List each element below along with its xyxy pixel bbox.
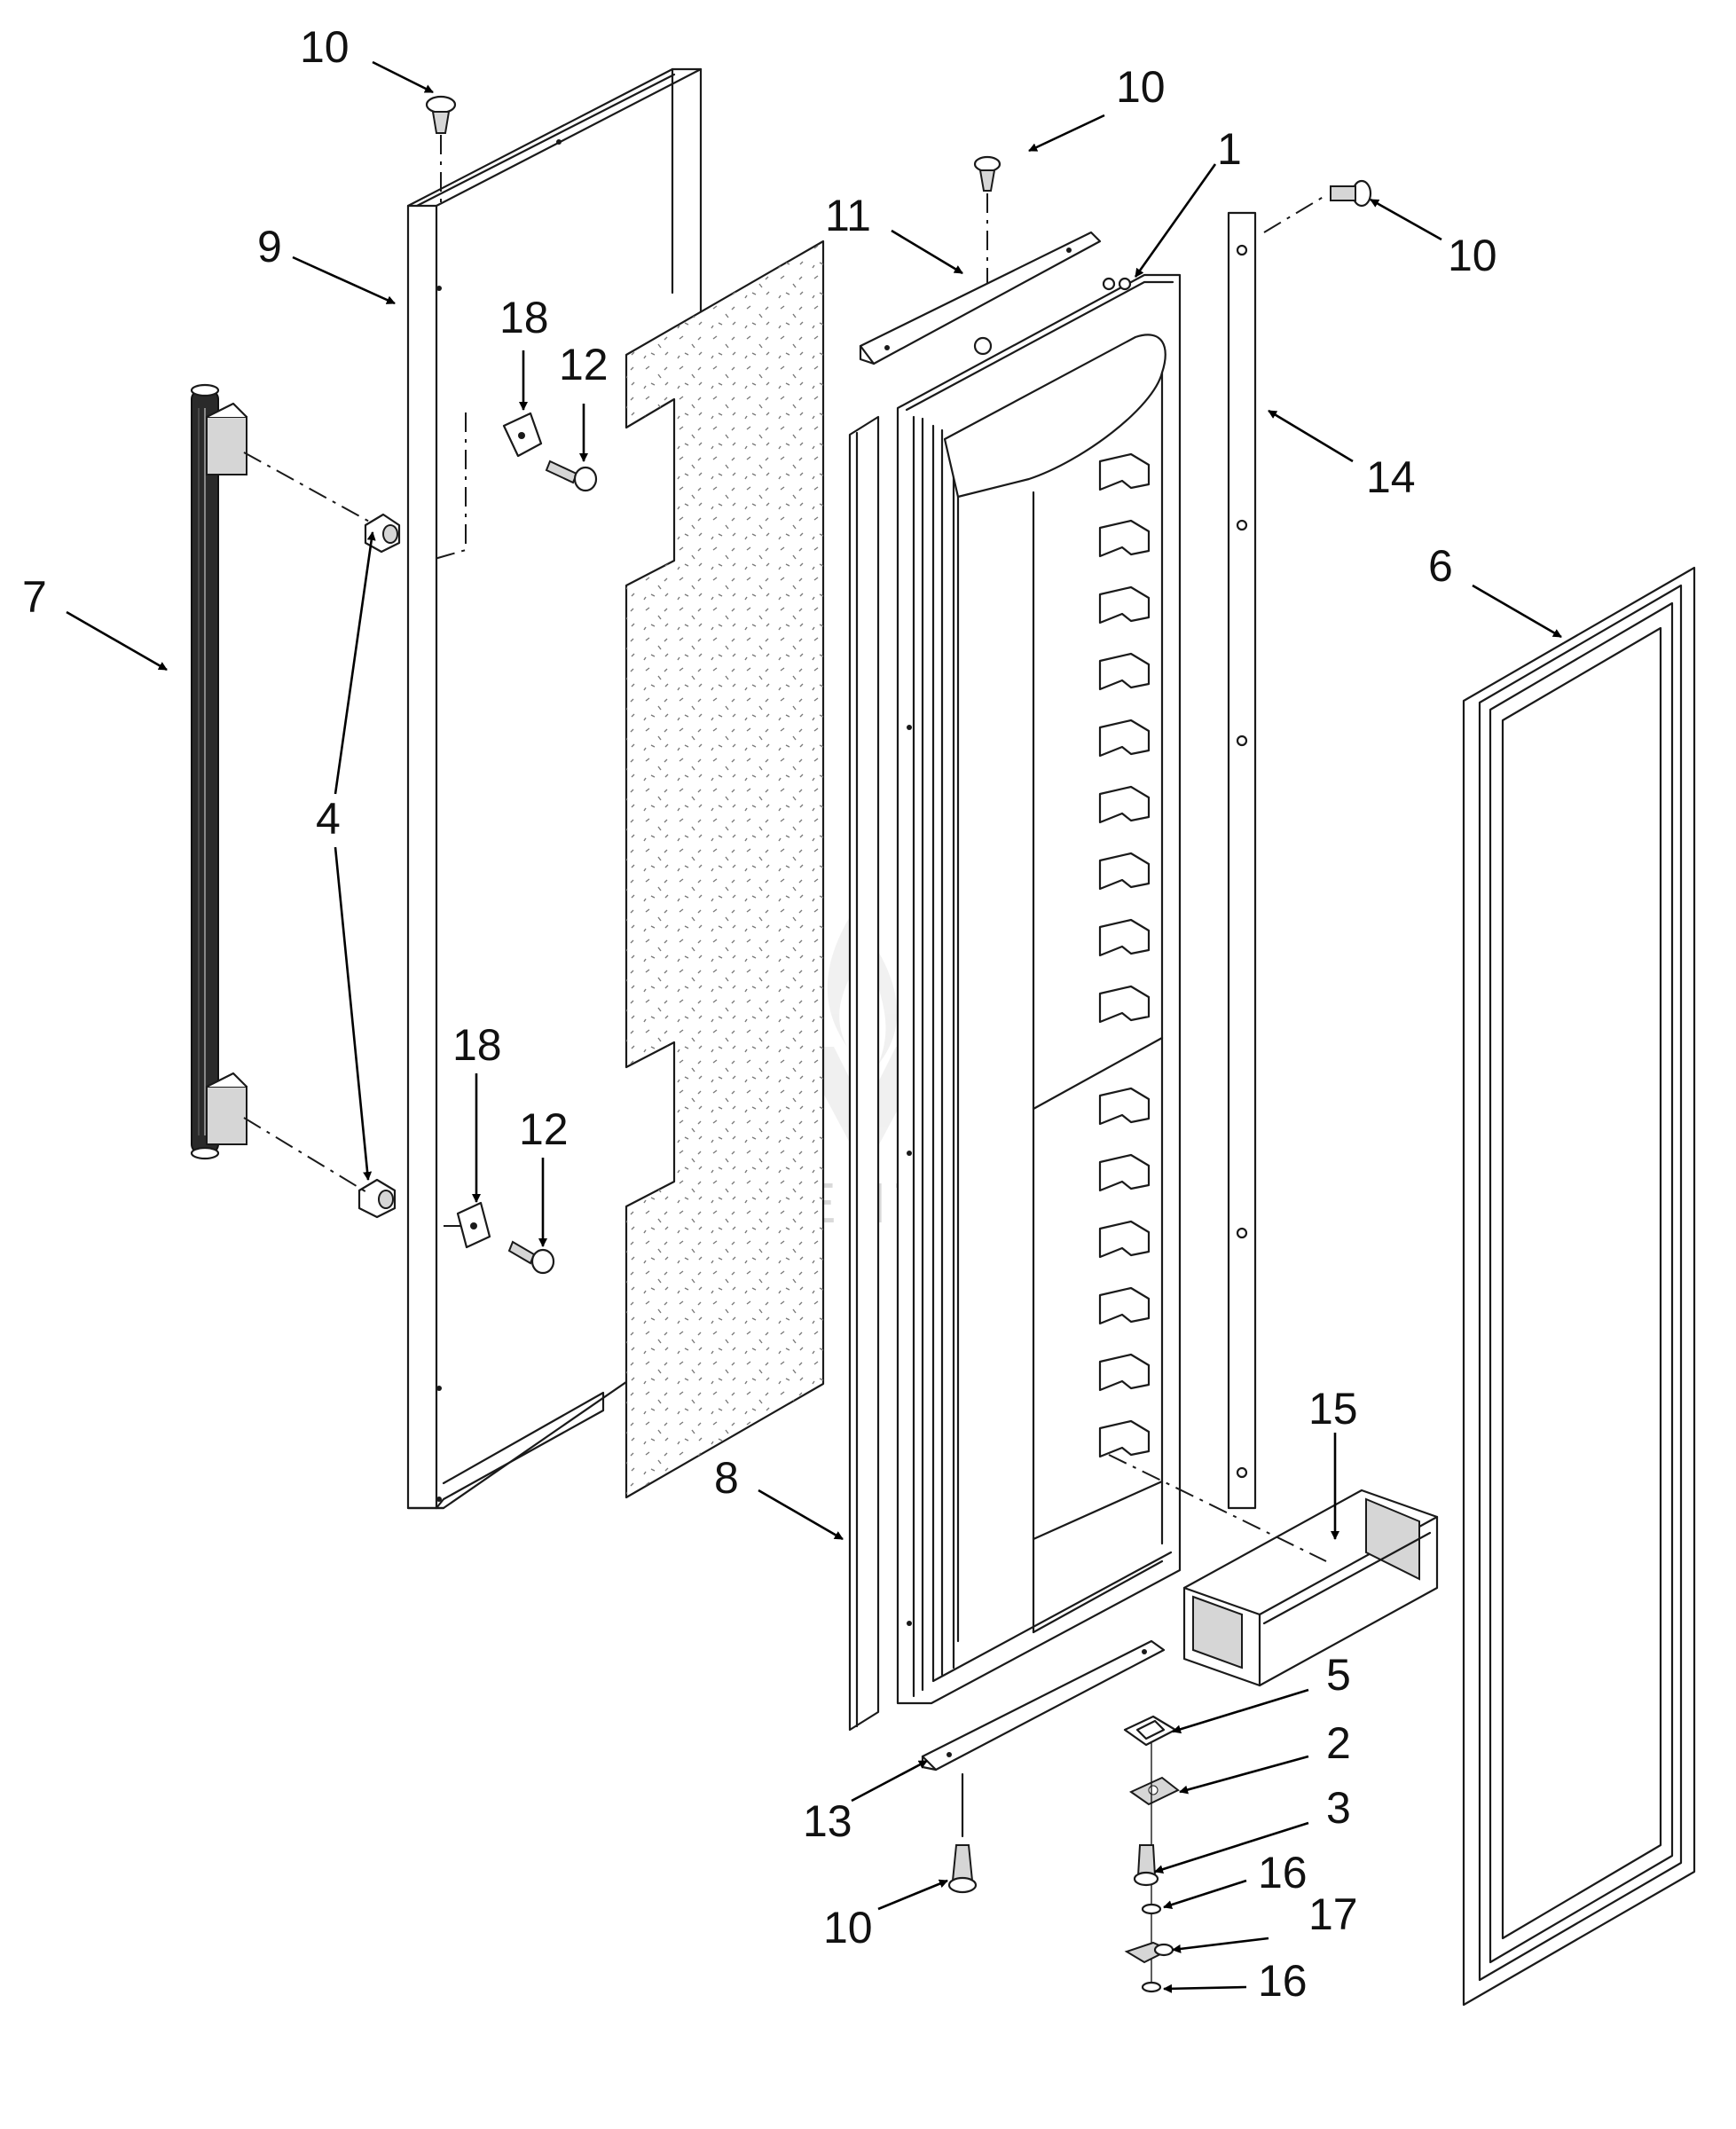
outer-door-panel [406, 67, 703, 1510]
bracket-dash-upper [434, 412, 467, 560]
handle-stud-lower [357, 1178, 397, 1219]
callout-14: 14 [1366, 452, 1416, 502]
washer-upper [1141, 1903, 1162, 1915]
callout-9: 9 [257, 222, 282, 271]
callout-18-upper: 18 [499, 293, 549, 342]
callout-10-top-left: 10 [300, 22, 350, 72]
callout-8: 8 [714, 1453, 739, 1503]
callout-12-lower: 12 [519, 1104, 569, 1154]
screw-upper [545, 460, 598, 492]
handle-dash-upper [243, 452, 373, 524]
door-gasket [1462, 566, 1696, 2007]
top-strip [859, 231, 1102, 365]
handle-stud-upper [364, 513, 401, 554]
bracket-lower [456, 1201, 491, 1249]
door-liner [896, 273, 1182, 1705]
callout-7: 7 [22, 572, 47, 622]
callout-1: 1 [1217, 124, 1242, 174]
callout-10-top-center: 10 [1116, 62, 1166, 112]
callout-3: 3 [1326, 1783, 1351, 1833]
door-bin [1182, 1489, 1439, 1687]
callout-16-lower: 16 [1258, 1956, 1308, 2006]
callout-15: 15 [1308, 1384, 1358, 1434]
side-strip [848, 415, 880, 1732]
hinge-bolt [1133, 1844, 1159, 1887]
callout-13: 13 [803, 1796, 852, 1846]
dash-right-strip [1263, 194, 1327, 233]
callout-4: 4 [316, 794, 341, 844]
callout-6: 6 [1428, 541, 1453, 591]
door-handle [190, 383, 247, 1160]
callout-18-lower: 18 [452, 1020, 502, 1070]
screw-right-strip [1330, 179, 1372, 208]
screw-lower [507, 1240, 555, 1275]
leader-lines [66, 60, 1562, 1993]
callout-5: 5 [1326, 1650, 1351, 1700]
bottom-strip [921, 1639, 1166, 1772]
screw-top-panel [425, 95, 457, 134]
hinge-cam [1124, 1941, 1174, 1964]
screw-bottom [947, 1844, 978, 1894]
callout-16-upper: 16 [1258, 1848, 1308, 1897]
callout-10-right: 10 [1448, 231, 1497, 280]
hinge-bushing [1123, 1715, 1177, 1747]
bracket-upper [502, 412, 543, 458]
hinge-plate [1128, 1776, 1180, 1806]
right-strip [1227, 211, 1257, 1510]
callout-17: 17 [1308, 1889, 1358, 1939]
callout-10-bottom: 10 [823, 1903, 873, 1952]
insulation-panel [624, 240, 825, 1499]
shelf-clips [1098, 452, 1151, 1458]
callout-11: 11 [825, 191, 871, 240]
screw-top-liner [973, 155, 1002, 192]
callout-12-upper: 12 [559, 340, 609, 389]
handle-dash-lower [243, 1117, 369, 1194]
washer-lower [1141, 1981, 1162, 1993]
bin-dash [1108, 1454, 1327, 1562]
callout-2: 2 [1326, 1718, 1351, 1768]
